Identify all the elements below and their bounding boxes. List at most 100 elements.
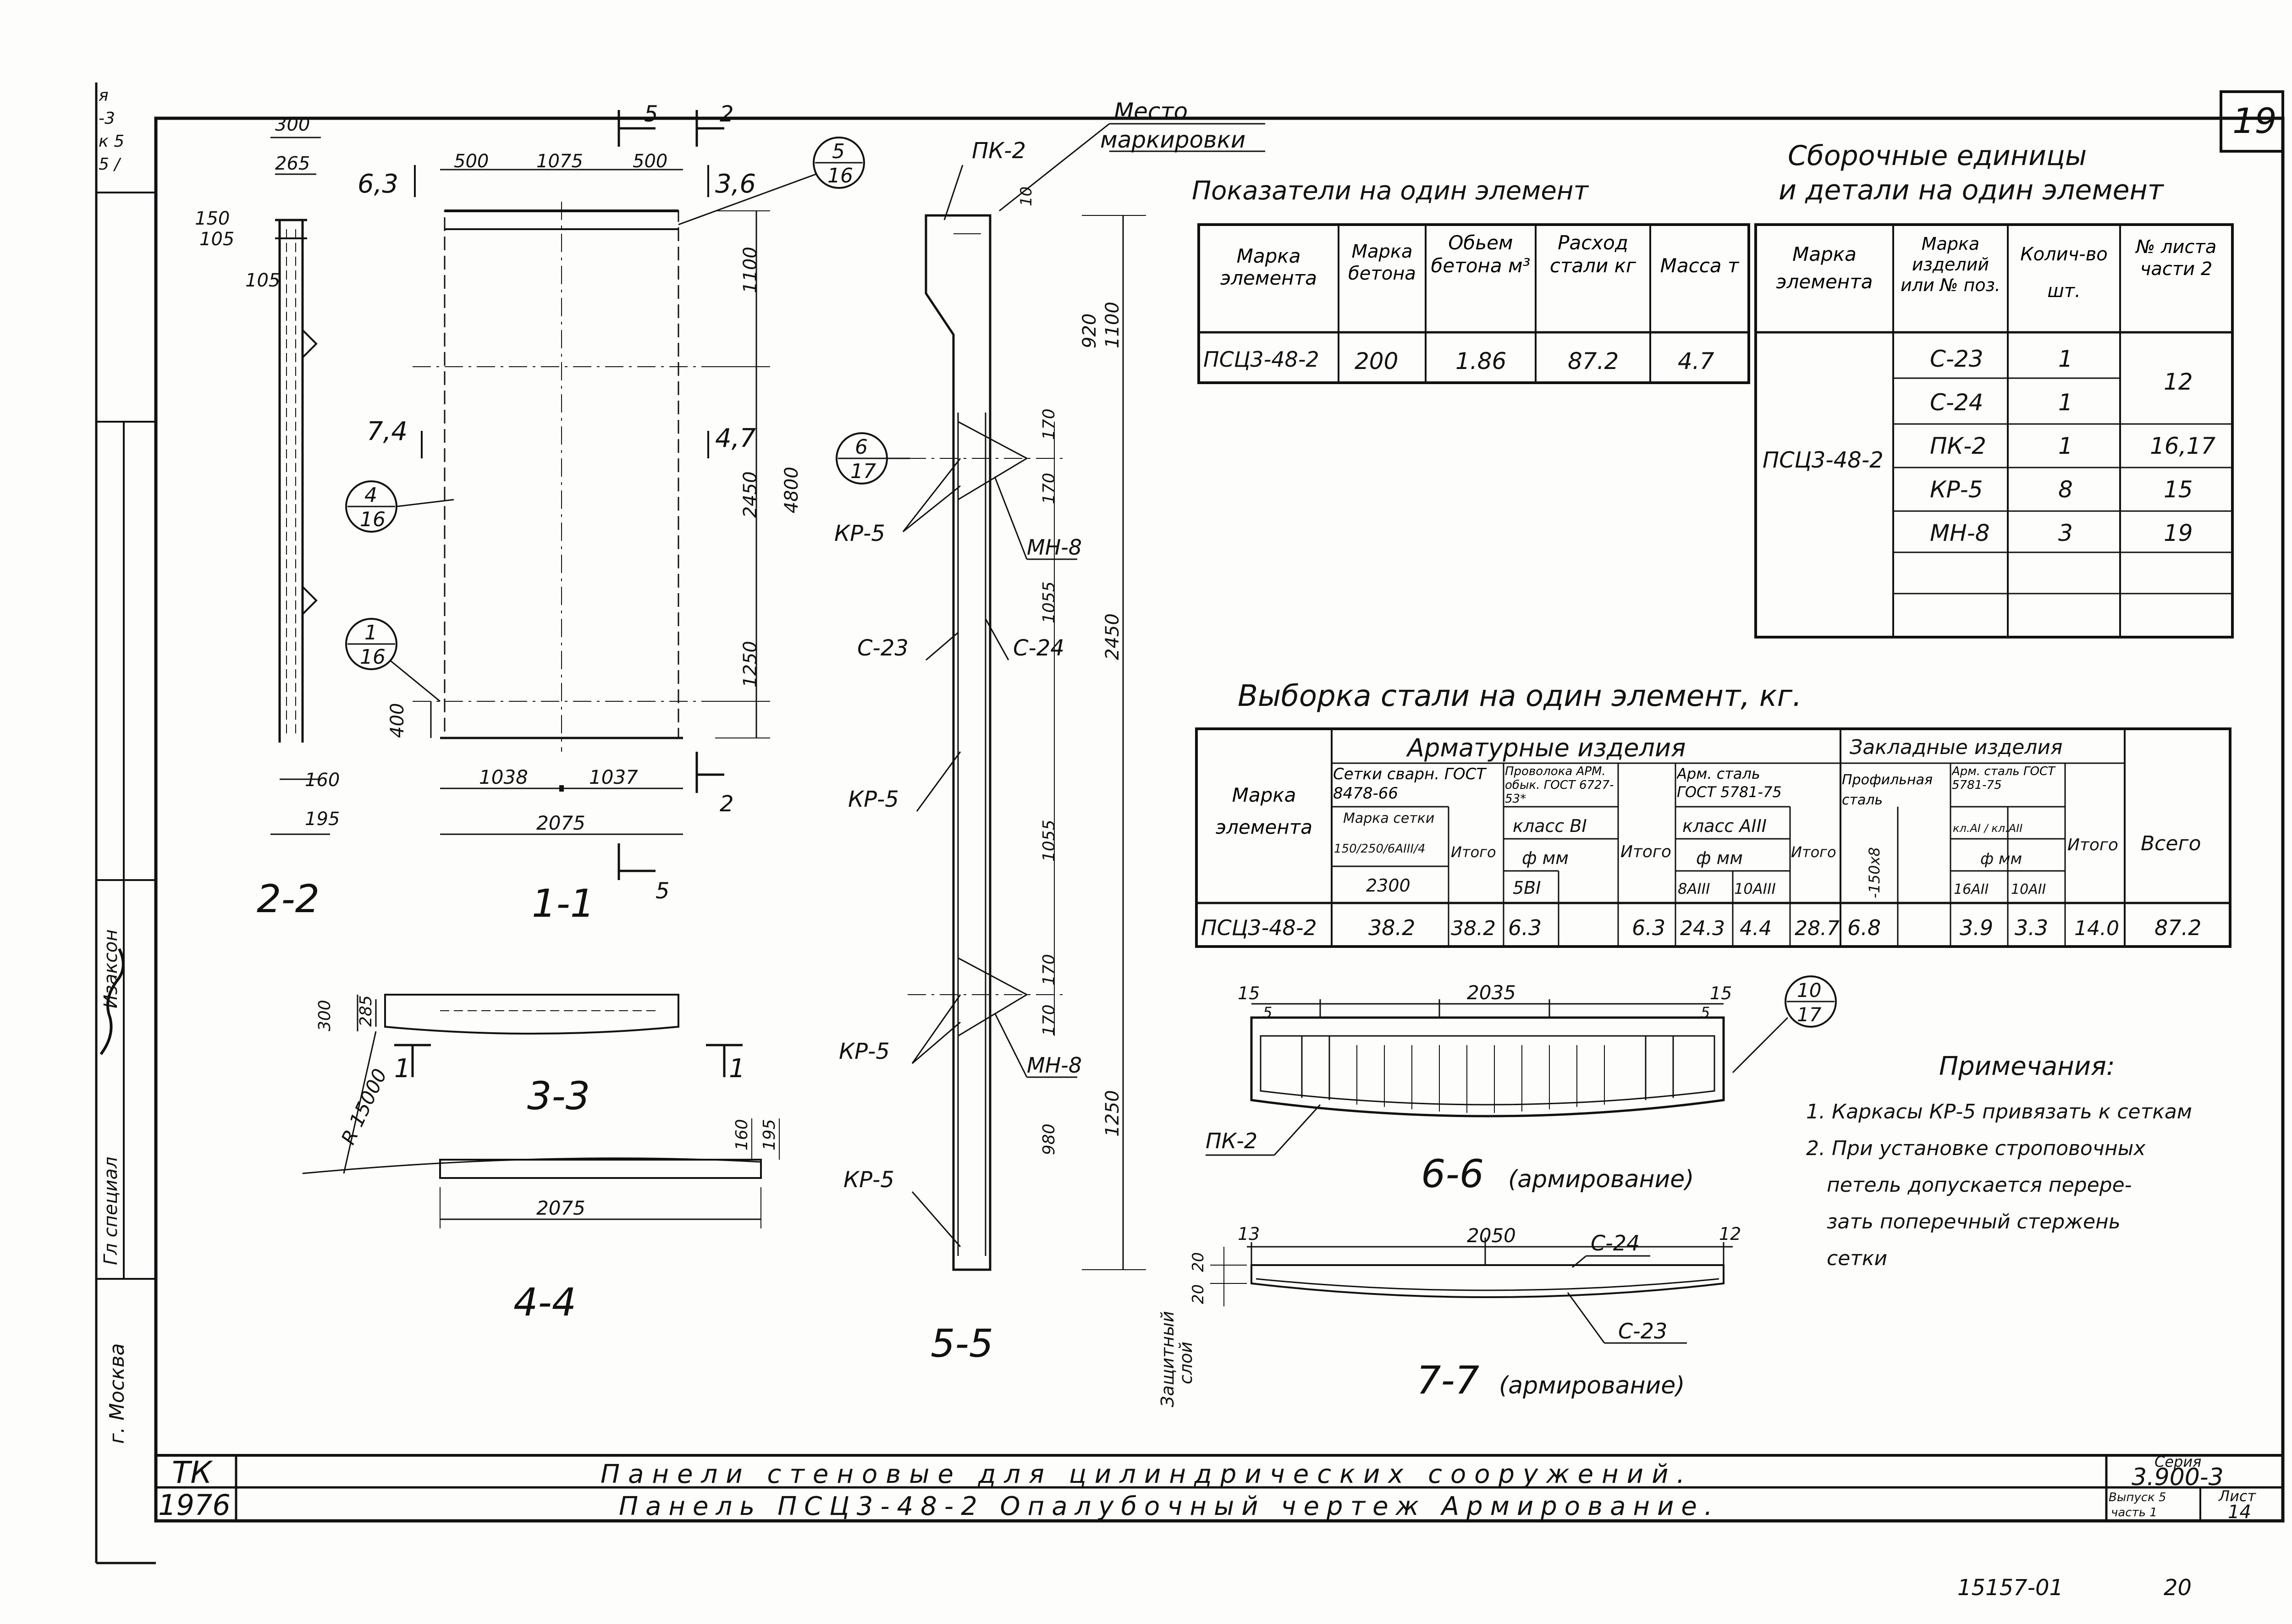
dim-12: 12 [1719,1224,1741,1244]
asm-sheet-1: 12 [2164,369,2193,395]
asm-qty-3: 1 [2058,433,2073,459]
marking-place-line1: Место [1114,98,1188,125]
part-label: часть 1 [2111,1506,2157,1519]
steel-h-rebar-wrap: Арм. сталь ГОСТ 5781-75 [1677,765,1782,801]
specs-table-title: Показатели на один элемент [1192,176,1589,206]
radius-label: R 15000 [337,1065,391,1148]
callout-10-17-top: 10 [1797,979,1821,1002]
section-1-1-drawing [413,110,770,880]
specs-cell-steel: 87.2 [1568,348,1619,374]
specs-cell-mark: ПСЦ3-48-2 [1203,347,1319,372]
sheet-value: 14 [2228,1502,2251,1523]
asm-h-qty-wrap: Колич-во шт. [2020,244,2108,302]
steel-cell-rebar-total: 28.7 [1795,917,1840,940]
steel-h-arm: Арматурные изделия [1406,733,1686,762]
dim-195-4-4: 195 [760,1119,779,1151]
title-line-2: Панель ПСЦ3-48-2 Опалубочный чертеж Арми… [619,1492,1720,1521]
steel-h-rebar-d1: 8AIII [1678,880,1710,897]
margin-line-4: 5 / [99,155,121,174]
dim-20-b: 20 [1189,1284,1207,1304]
asm-h-mark-wrap: Марка элемента [1776,243,1873,293]
steel-h-prof-wrap: Профильная сталь [1842,772,1933,808]
callout-4-16-top: 4 [364,484,377,507]
dim-13: 13 [1238,1224,1260,1244]
title-line-1: Панели стеновые для цилиндрических соору… [601,1459,1693,1489]
section-5-5-label: 5-5 [931,1321,993,1366]
steel-cell-emb-1: 3.9 [1960,915,1993,940]
asm-item-5: МН-8 [1930,520,1990,546]
specs-h-concrete-wrap: Марка бетона [1348,241,1416,284]
callout-1-16: 1 16 [345,618,441,702]
section-4-4-drawing [302,1031,780,1228]
issue-label: Выпуск 5 [2109,1491,2166,1504]
specs-h-steel-wrap: Расход стали кг [1550,231,1636,277]
steel-h-mesh-val: 2300 [1366,875,1410,896]
assembly-header-qty: Колич-во шт. [2020,244,2108,302]
dim-170-c: 170 [1040,954,1058,985]
dim-15-left: 15 [1238,983,1260,1003]
dim-300: 300 [275,114,310,135]
role-chief-specialist: Гл специал [100,1156,121,1265]
note-line-5: сетки [1827,1247,1887,1270]
steel-h-itogo-4: Итого [2067,836,2118,854]
dim-4800: 4800 [781,467,802,513]
callout-4-16-bottom: 16 [360,508,386,531]
asm-qty-2: 1 [2058,389,2073,416]
dim-15-right: 15 [1710,983,1732,1003]
callout-4-16: 4 16 [345,480,454,533]
steel-header-wire: Проволока АРМ. обык. ГОСТ 6727-53* [1505,765,1614,806]
steel-h-rebar-diam: ф мм [1696,848,1743,868]
steel-cell-mesh-total: 38.2 [1451,917,1496,940]
steel-h-rebar-d2: 10AIII [1734,880,1776,897]
dim-2050: 2050 [1467,1224,1516,1247]
dim-920-top: 920 [1079,314,1100,348]
cut-mark-2-bottom: 2 [720,791,734,817]
callout-6-17-bottom: 17 [850,460,876,483]
dim-1075: 1075 [536,151,583,172]
asm-item-4: КР-5 [1930,476,1983,503]
dim-1055-a: 1055 [1040,581,1058,623]
sheet-label: Лист [2218,1487,2256,1505]
section-6-6-note: (армирование) [1508,1166,1694,1193]
section-4-4-label: 4-4 [513,1280,576,1325]
section-6-6-label: 6-6 [1421,1151,1484,1196]
dim-4-7: 4,7 [715,424,756,453]
note-line-1: 1. Каркасы КР-5 привязать к сеткам [1806,1100,2192,1123]
steel-h-embed: Закладные изделия [1850,736,2063,759]
steel-h-emb-d1: 16AII [1954,881,1989,897]
asm-item-1: С-23 [1930,346,1983,372]
dim-170-d: 170 [1040,1004,1058,1036]
steel-cell-emb-2: 3.3 [2015,915,2048,940]
steel-h-mesh-mark: Марка сетки [1343,810,1434,826]
steel-h-itogo-2: Итого [1620,842,1671,861]
series-value: 3.900-3 [2132,1464,2224,1491]
dim-1250: 1250 [740,641,761,688]
label-c-23-7-7: С-23 [1618,1319,1667,1343]
steel-table-title: Выборка стали на один элемент, кг. [1238,679,1802,713]
sheet-number-box: 19 [2220,90,2284,153]
signature-mark [99,948,125,1055]
steel-h-rebar-class: класс AIII [1682,816,1767,836]
asm-h-item-wrap: Марка изделий или № поз. [1901,234,2000,295]
dim-2450-5-5: 2450 [1102,613,1123,660]
dim-285-3-3: 285 [357,995,375,1027]
dim-1100: 1100 [740,247,761,293]
assembly-table [1754,223,2234,639]
asm-sheet-5: 19 [2164,520,2193,546]
steel-header-emb-arm: Арм. сталь ГОСТ 5781-75 [1952,765,2055,792]
steel-header-mark: Марка элемента [1216,784,1312,838]
specs-h-mass-wrap: Масса т [1660,254,1739,277]
callout-10-17: 10 17 [1785,975,1837,1028]
marking-place-line2: маркировки [1100,127,1245,153]
assembly-header-item: Марка изделий или № поз. [1901,234,2000,295]
label-c-23: С-23 [857,635,909,661]
cut-mark-5-bottom: 5 [656,878,670,904]
dim-170-b: 170 [1040,473,1058,504]
specs-h-volume-wrap: Обьем бетона м³ [1431,231,1531,277]
label-c-24: С-24 [1013,635,1064,661]
steel-h-emb-arm-wrap: Арм. сталь ГОСТ 5781-75 [1952,765,2055,792]
title-year: 1976 [158,1488,231,1522]
steel-h-itogo-3: Итого [1791,843,1836,861]
dim-195: 195 [305,809,340,830]
dim-2450: 2450 [740,471,761,518]
